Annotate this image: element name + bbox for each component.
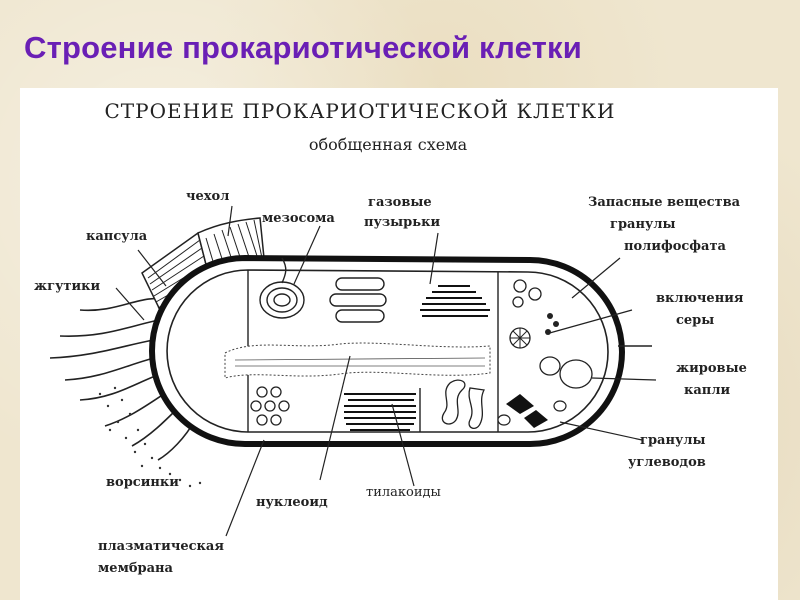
label-lipid-1: жировые xyxy=(676,361,747,376)
label-sulfur-1: включения xyxy=(656,291,744,306)
label-nucleoid: нуклеоид xyxy=(256,495,328,510)
label-sulfur-2: серы xyxy=(676,313,714,328)
sulfur-inclusions xyxy=(509,313,559,349)
internal-membranes xyxy=(441,379,485,429)
label-membrane-1: плазматическая xyxy=(98,539,224,554)
diagram-panel: СТРОЕНИЕ ПРОКАРИОТИЧЕСКОЙ КЛЕТКИ обобщен… xyxy=(20,88,778,600)
nucleoid xyxy=(224,342,491,379)
leader-lines xyxy=(115,205,657,537)
carbohydrate-granules xyxy=(497,394,567,428)
label-carbohydrate-1: гранулы xyxy=(640,433,706,448)
label-pili: ворсинки xyxy=(106,475,179,490)
lipid-droplets xyxy=(539,356,593,389)
label-mesosome: мезосома xyxy=(262,211,335,226)
lamellae-upper xyxy=(420,285,490,317)
label-reserve-substances: Запасные вещества xyxy=(588,195,741,210)
polyphosphate-granules xyxy=(512,279,542,308)
thylakoids xyxy=(344,393,416,431)
label-lipid-2: капли xyxy=(684,383,730,398)
slide-title: Строение прокариотической клетки xyxy=(24,30,583,65)
label-gas-vesicles-2: пузырьки xyxy=(364,215,440,230)
label-capsule: капсула xyxy=(86,229,148,244)
label-polyphosphate-2: полифосфата xyxy=(624,239,727,254)
diagram-heading: СТРОЕНИЕ ПРОКАРИОТИЧЕСКОЙ КЛЕТКИ xyxy=(105,98,616,123)
label-carbohydrate-2: углеводов xyxy=(628,455,706,470)
label-thylakoids: тилакоиды xyxy=(366,485,441,500)
label-membrane-2: мембрана xyxy=(98,561,174,576)
cell-diagram: СТРОЕНИЕ ПРОКАРИОТИЧЕСКОЙ КЛЕТКИ обобщен… xyxy=(34,98,747,576)
label-polyphosphate-1: гранулы xyxy=(610,217,676,232)
label-sheath: чехол xyxy=(186,189,229,204)
label-gas-vesicles-1: газовые xyxy=(368,195,432,210)
gas-vesicles xyxy=(329,277,387,323)
diagram-subheading: обобщенная схема xyxy=(309,135,468,154)
label-flagella: жгутики xyxy=(34,279,101,294)
mesosome xyxy=(259,257,305,319)
pili-dots xyxy=(98,386,202,488)
vesicles-lower-left xyxy=(250,386,290,426)
